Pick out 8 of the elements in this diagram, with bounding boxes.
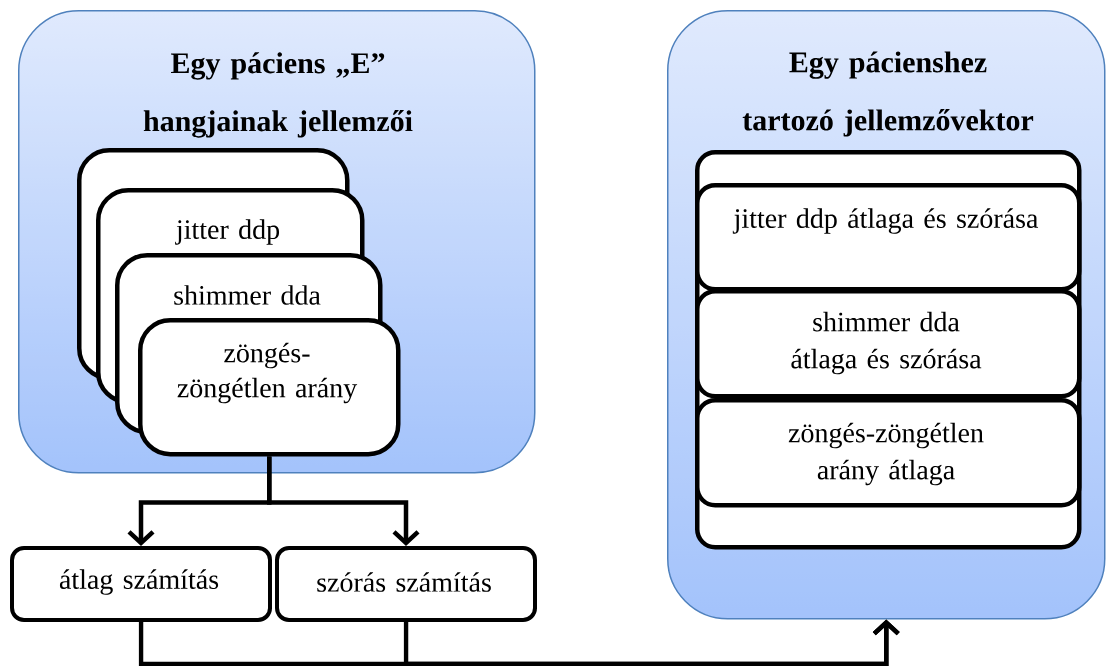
card: jitter ddp átlaga és szórása (695, 183, 1082, 292)
process-box: szórás számítás (275, 546, 537, 622)
card: zöngés-zöngétlen arány (138, 318, 401, 457)
arrow (267, 456, 420, 546)
process-box: átlag számítás (10, 546, 272, 622)
card: shimmer dda átlaga és szórása (695, 289, 1082, 399)
card: zöngés-zöngétlen arány átlaga (695, 398, 1082, 508)
arrow (403, 619, 900, 666)
